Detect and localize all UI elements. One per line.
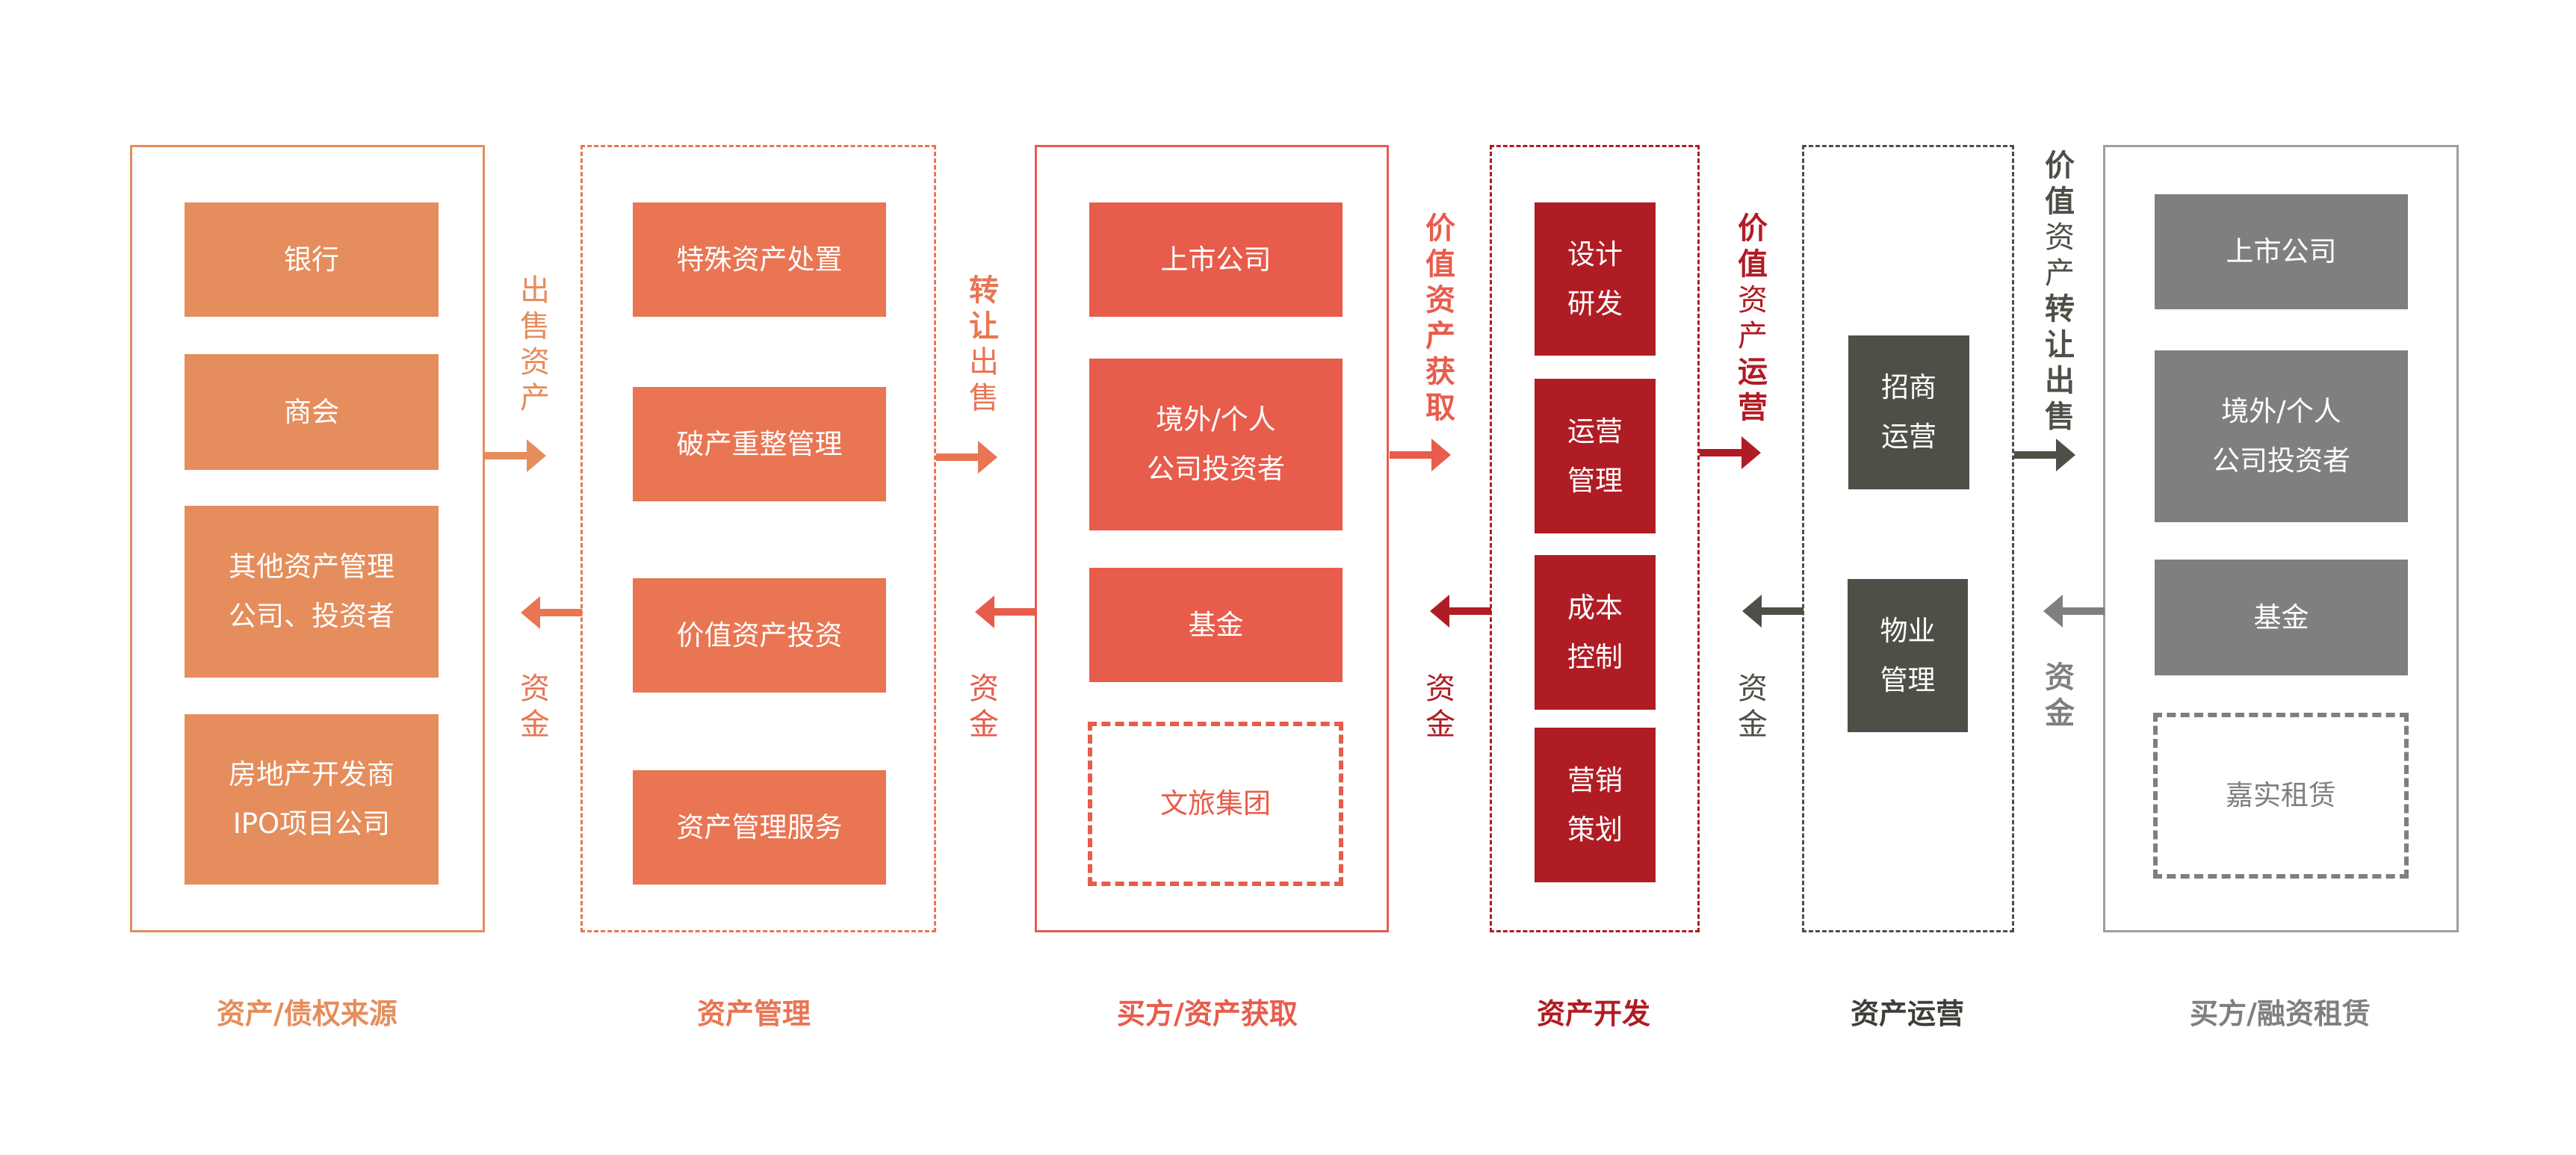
column-title-asset-management: 资产管理	[696, 997, 811, 1030]
flow-label-char: 营	[1738, 391, 1768, 425]
flow-label-char: 值	[1738, 247, 1768, 282]
tile-developer-ipo: 房地产开发商 IPO项目公司	[185, 714, 439, 885]
tile-marketing-planning: 营销 策划	[1535, 728, 1656, 882]
tile-listed-company: 上市公司	[1089, 202, 1343, 317]
flow-label-char: 产	[1425, 319, 1455, 353]
flow-label-char: 获	[1425, 355, 1455, 389]
arrow-left-icon	[521, 596, 582, 629]
flow-label-char: 价	[2045, 149, 2075, 183]
flow-label-transfer-sale: 转让出售	[969, 273, 999, 416]
column-frame-asset-operation	[1802, 145, 2014, 932]
flow-label-value-asset-acquisition: 价值资产获取	[1425, 211, 1455, 426]
flow-label-char: 资	[1738, 672, 1768, 706]
tile-operation-management: 运营 管理	[1535, 379, 1656, 533]
arrow-left-icon	[1430, 595, 1491, 628]
flow-label-char: 资	[1425, 672, 1455, 706]
tile-cultural-tourism-group: 文旅集团	[1088, 722, 1343, 886]
tile-special-asset-disposal: 特殊资产处置	[633, 202, 886, 317]
flow-label-char: 金	[1738, 707, 1768, 742]
flow-label-sell-assets: 出售资产	[520, 273, 550, 416]
flow-label-char: 产	[520, 381, 550, 415]
flow-label-char: 金	[520, 707, 550, 742]
flow-label-value-asset-operation: 价值资产运营	[1738, 211, 1768, 426]
flow-label-char: 资	[1738, 283, 1768, 318]
flow-label-char: 让	[2045, 328, 2075, 362]
flow-label-char: 售	[2045, 400, 2075, 434]
column-title-buyer-acquisition: 买方/资产获取	[1117, 997, 1298, 1030]
tile-harvest-leasing: 嘉实租赁	[2153, 713, 2409, 879]
flow-label-char: 值	[2045, 185, 2075, 219]
flow-label-char: 资	[520, 672, 550, 706]
tile-property-management: 物业 管理	[1848, 579, 1968, 732]
flow-label-char: 金	[1425, 707, 1455, 742]
flow-label-char: 资	[1425, 283, 1455, 318]
flow-label-char: 值	[1425, 247, 1455, 282]
flow-label-funds: 资金	[969, 671, 999, 743]
tile-design-rnd: 设计 研发	[1535, 202, 1656, 356]
arrow-left-icon	[975, 595, 1036, 628]
flow-label-char: 金	[969, 707, 999, 742]
flow-label-char: 金	[2045, 696, 2075, 731]
flow-label-char: 资	[520, 345, 550, 380]
flow-label-funds: 资金	[1425, 671, 1455, 743]
tile-listed-company-buyer: 上市公司	[2155, 194, 2408, 309]
flow-label-char: 转	[969, 273, 999, 308]
column-title-asset-operation: 资产运营	[1850, 997, 1964, 1030]
arrow-left-icon	[1742, 595, 1803, 628]
tile-fund: 基金	[1089, 568, 1343, 682]
column-title-asset-development: 资产开发	[1536, 997, 1650, 1030]
arrow-left-icon	[2043, 595, 2105, 628]
tile-asset-management-service: 资产管理服务	[633, 770, 886, 885]
tile-other-amc-investors: 其他资产管理 公司、投资者	[185, 506, 439, 678]
flow-label-char: 运	[1738, 355, 1768, 389]
arrow-right-icon	[2014, 439, 2075, 471]
flow-label-char: 资	[969, 672, 999, 706]
flow-label-char: 资	[2045, 220, 2075, 255]
flow-label-funds: 资金	[520, 671, 550, 743]
arrow-right-icon	[1700, 436, 1761, 469]
arrow-right-icon	[1390, 439, 1451, 471]
flow-label-char: 出	[520, 273, 550, 308]
column-title-buyer-leasing: 买方/融资租赁	[2190, 997, 2371, 1030]
column-title-asset-source: 资产/债权来源	[217, 997, 397, 1030]
flow-label-char: 转	[2045, 292, 2075, 326]
tile-value-asset-investment: 价值资产投资	[633, 578, 886, 693]
flow-label-char: 出	[2045, 364, 2075, 398]
arrow-right-icon	[936, 441, 997, 474]
flow-label-char: 价	[1425, 211, 1455, 246]
flow-label-char: 让	[969, 309, 999, 344]
tile-fund-buyer: 基金	[2155, 560, 2408, 675]
tile-bank: 银行	[185, 202, 439, 317]
flow-label-value-asset-transfer-sale: 价值资产转让出售	[2045, 148, 2075, 435]
flow-label-char: 售	[520, 309, 550, 344]
flow-label-char: 产	[2045, 256, 2075, 291]
arrow-right-icon	[485, 439, 546, 472]
tile-overseas-individual-investors: 境外/个人 公司投资者	[1089, 359, 1343, 530]
tile-cost-control: 成本 控制	[1535, 555, 1656, 710]
flow-label-char: 取	[1425, 391, 1455, 425]
flow-label-char: 资	[2045, 660, 2075, 695]
flow-label-char: 产	[1738, 319, 1768, 353]
tile-overseas-individual-investors-buyer: 境外/个人 公司投资者	[2155, 350, 2408, 522]
tile-investment-promotion: 招商 运营	[1848, 335, 1969, 489]
flow-label-funds: 资金	[2045, 660, 2075, 731]
tile-chamber-of-commerce: 商会	[185, 354, 439, 470]
flow-label-funds: 资金	[1738, 671, 1768, 743]
tile-bankruptcy-restructuring: 破产重整管理	[633, 387, 886, 501]
flow-label-char: 售	[969, 381, 999, 415]
flow-label-char: 出	[969, 345, 999, 380]
flow-label-char: 价	[1738, 211, 1768, 246]
